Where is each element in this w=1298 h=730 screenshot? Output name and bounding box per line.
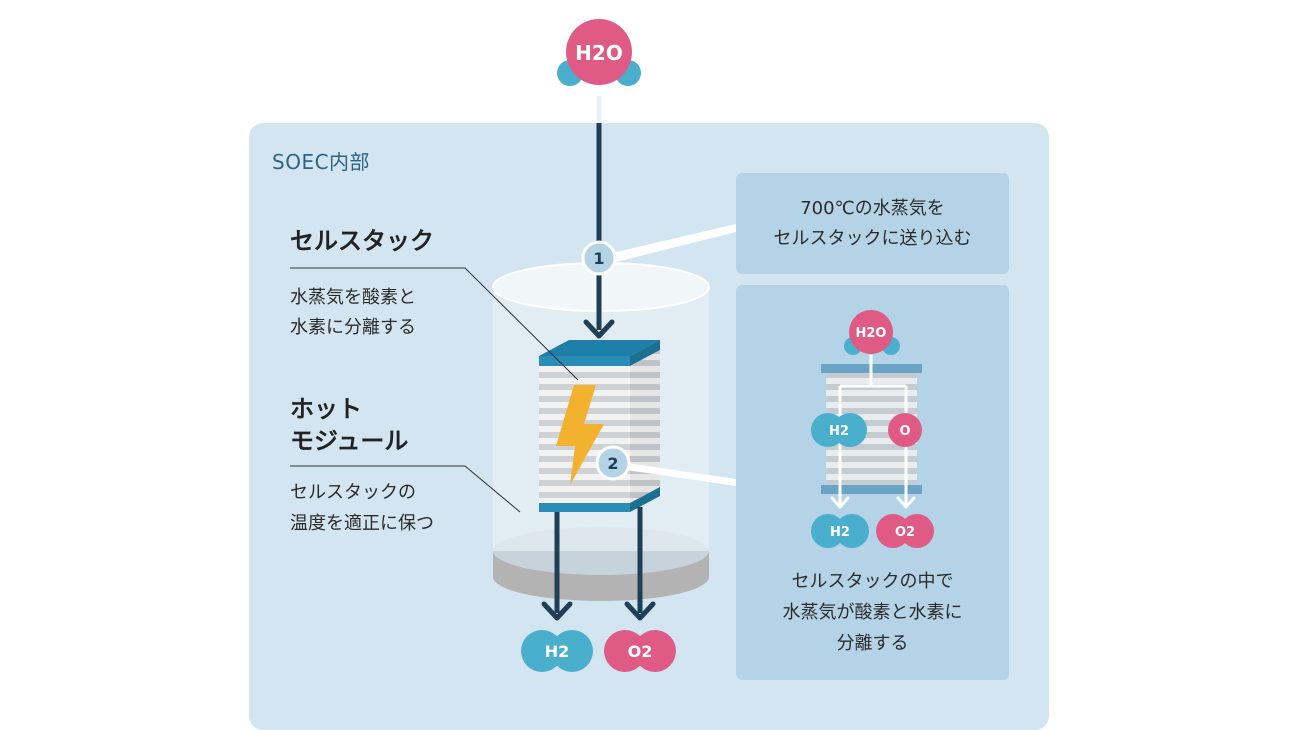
- water-molecule-input: H2O: [557, 19, 641, 86]
- detail-flow-lines: [830, 355, 916, 509]
- hot-module-desc-line2: 温度を適正に保つ: [290, 513, 434, 534]
- cell-stack-desc-line1: 水蒸気を酸素と: [290, 287, 416, 308]
- input-molecule-label: H2O: [575, 41, 623, 65]
- hydrogen-molecule-output: H2: [521, 630, 593, 672]
- detail-water-molecule: H2O: [844, 310, 900, 355]
- hot-module-title-line1: ホット: [290, 395, 362, 423]
- lightning-icon: [556, 385, 604, 485]
- hot-module-desc-line1: セルスタックの: [290, 482, 416, 503]
- detail-oxygen-atom: O: [888, 413, 922, 447]
- detail-out-o2-label: O2: [895, 525, 915, 540]
- callout-1-line2: セルスタックに送り込む: [773, 228, 972, 249]
- cell-stack-title: セルスタック: [290, 227, 434, 255]
- callout-2-line2: 水蒸気が酸素と水素に: [782, 602, 963, 623]
- detail-diagram: H2O H2 O H2 O2: [811, 310, 934, 548]
- detail-o-label: O: [899, 424, 910, 439]
- callout-connectors: [612, 224, 736, 486]
- callout-2-line1: セルスタックの中で: [791, 571, 954, 592]
- oxygen-molecule-output: O2: [604, 630, 676, 672]
- detail-input-label: H2O: [856, 326, 887, 341]
- step-badge-1: 1: [581, 240, 617, 276]
- detail-out-h2-label: H2: [830, 525, 850, 540]
- detail-oxygen-output: O2: [876, 514, 934, 548]
- panel-title: SOEC内部: [272, 150, 371, 174]
- cell-stack: [539, 340, 660, 512]
- label-leader-lines: [290, 267, 579, 513]
- cell-stack-desc-line2: 水素に分離する: [290, 317, 416, 338]
- output-arrows: [541, 507, 656, 621]
- step-2-label: 2: [607, 454, 618, 473]
- callout-2-line3: 分離する: [836, 633, 909, 654]
- detail-h2-label: H2: [829, 424, 849, 439]
- hot-module-title-line2: モジュール: [290, 427, 409, 455]
- step-badge-2: 2: [595, 445, 631, 481]
- input-arrow: [583, 96, 615, 339]
- callout-1-line1: 700℃の水蒸気を: [800, 198, 945, 219]
- out-h2-label: H2: [545, 642, 570, 661]
- callout-box-1: [736, 173, 1009, 274]
- out-o2-label: O2: [628, 642, 653, 661]
- detail-hydrogen-output: H2: [811, 514, 869, 548]
- step-1-label: 1: [593, 249, 604, 268]
- detail-hydrogen: H2: [811, 413, 867, 447]
